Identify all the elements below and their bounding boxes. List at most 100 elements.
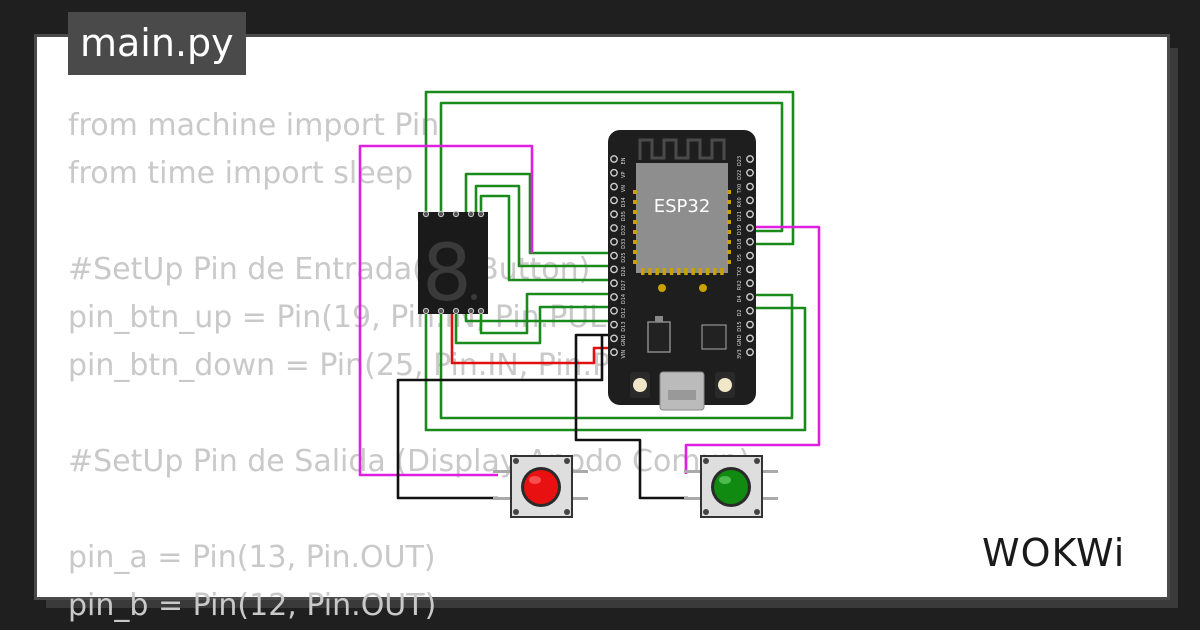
esp32-pin-label: EN <box>621 157 627 164</box>
wire-black[interactable] <box>574 333 688 500</box>
esp32-pin-hole[interactable] <box>610 348 618 357</box>
esp32-pin-label: D26 <box>621 266 627 276</box>
esp32-pin-hole[interactable] <box>746 196 754 205</box>
esp32-pin-label: RX0 <box>737 197 743 207</box>
red-pushbutton[interactable] <box>493 455 588 518</box>
esp32-pin-label: 3V3 <box>737 349 743 359</box>
esp32-pin-label: D12 <box>621 308 627 318</box>
seven-segment-display[interactable]: 8 <box>418 210 488 319</box>
module-pads <box>633 190 731 275</box>
esp32-label: ESP32 <box>654 196 711 217</box>
wire-green[interactable] <box>439 101 784 233</box>
reset-button[interactable] <box>715 372 735 398</box>
wokwi-logo: WOKWi <box>982 531 1124 575</box>
wires <box>358 90 821 500</box>
esp32-pin-label: D34 <box>621 197 627 207</box>
esp32-pin-hole[interactable] <box>746 279 754 288</box>
boot-button[interactable] <box>630 372 650 398</box>
esp32-module-shield <box>636 163 728 273</box>
code-line: from machine import Pin <box>68 108 440 143</box>
wire-green[interactable] <box>479 292 612 335</box>
code-line: from time import sleep <box>68 156 414 191</box>
esp32-pin-label: GND <box>621 335 627 347</box>
wire-magenta[interactable] <box>684 225 821 474</box>
esp32-pin-hole[interactable] <box>746 265 754 274</box>
esp32-pin-hole[interactable] <box>746 210 754 219</box>
wire-black[interactable] <box>396 335 604 500</box>
wire-green[interactable] <box>464 311 612 323</box>
wire-green[interactable] <box>424 90 795 246</box>
wire-green[interactable] <box>454 305 612 345</box>
esp32-pin-label: D4 <box>737 295 743 302</box>
esp32-pin-hole[interactable] <box>746 293 754 301</box>
esp32-pin-holes <box>610 155 754 357</box>
esp32-pin-label: D18 <box>737 239 743 249</box>
esp32-pin-label: D22 <box>737 170 743 180</box>
esp32-pin-hole[interactable] <box>746 155 754 163</box>
esp32-pin-hole[interactable] <box>610 320 618 329</box>
esp32-pin-hole[interactable] <box>610 265 618 274</box>
green-button-cap[interactable] <box>714 470 748 504</box>
red-button-cap[interactable] <box>524 470 558 504</box>
esp32-pin-labels: ENVPVND34D35D32D33D25D26D27D14D12D13GNDV… <box>621 156 743 359</box>
wire-green[interactable] <box>474 184 612 268</box>
esp32-pin-hole[interactable] <box>746 182 754 191</box>
display-pins <box>422 210 485 315</box>
esp32-pin-hole[interactable] <box>610 168 618 177</box>
esp32-pin-label: D14 <box>621 294 627 304</box>
esp32-pin-hole[interactable] <box>610 224 618 232</box>
led-pad <box>658 284 666 292</box>
code-line: pin_b = Pin(12, Pin.OUT) <box>68 588 437 623</box>
code-line: pin_a = Pin(13, Pin.OUT) <box>68 540 436 575</box>
esp32-pin-label: TX2 <box>737 267 743 278</box>
esp32-board[interactable]: ESP32 ENVPVND34D35D32D33D25D26D27D14D12D… <box>608 130 756 411</box>
led-pad <box>699 284 707 292</box>
esp32-pin-hole[interactable] <box>746 320 754 329</box>
esp32-pin-hole[interactable] <box>610 334 618 343</box>
esp32-pin-label: GND <box>737 335 743 347</box>
esp32-pin-label: D25 <box>621 252 627 262</box>
regulator-tab <box>655 316 663 322</box>
green-pushbutton[interactable] <box>684 455 778 518</box>
esp32-pin-hole[interactable] <box>746 237 754 246</box>
esp32-pin-label: D21 <box>737 211 743 221</box>
wire-green[interactable] <box>439 293 794 420</box>
wire-green[interactable] <box>479 194 612 282</box>
esp32-pin-label: RX2 <box>737 280 743 290</box>
display-digit: 8 <box>422 229 472 319</box>
esp32-pin-hole[interactable] <box>610 155 618 163</box>
esp32-pin-hole[interactable] <box>746 334 754 343</box>
esp32-pin-hole[interactable] <box>610 196 618 205</box>
esp32-pin-hole[interactable] <box>610 306 618 315</box>
esp32-pin-label: D27 <box>621 280 627 290</box>
wire-green[interactable] <box>424 306 807 432</box>
esp32-pin-label: D32 <box>621 225 627 235</box>
esp32-pin-label: D35 <box>621 211 627 221</box>
esp32-pin-label: VIN <box>621 350 627 359</box>
esp32-pin-hole[interactable] <box>746 251 754 260</box>
esp32-pin-label: D19 <box>737 225 743 235</box>
display-decimal-point <box>471 294 477 300</box>
esp32-pin-label: D23 <box>737 156 743 166</box>
usb-port-opening <box>668 390 696 400</box>
wire-magenta[interactable] <box>358 144 534 477</box>
usb-chip <box>701 324 727 350</box>
esp32-pin-hole[interactable] <box>610 210 618 219</box>
esp32-pin-hole[interactable] <box>610 251 618 260</box>
esp32-pin-hole[interactable] <box>746 168 754 177</box>
esp32-pin-label: TX0 <box>737 184 743 195</box>
esp32-pin-label: D15 <box>737 321 743 331</box>
esp32-pin-label: VP <box>621 172 627 178</box>
esp32-pin-hole[interactable] <box>610 182 618 191</box>
wire-green[interactable] <box>464 172 612 255</box>
esp32-pin-hole[interactable] <box>746 348 754 357</box>
filename-tab[interactable]: main.py <box>68 12 246 75</box>
esp32-pin-hole[interactable] <box>746 306 754 315</box>
esp32-pin-hole[interactable] <box>610 279 618 288</box>
wire-red[interactable] <box>450 311 612 365</box>
esp32-pin-hole[interactable] <box>610 293 618 301</box>
esp32-pin-hole[interactable] <box>610 237 618 246</box>
esp32-pin-hole[interactable] <box>746 224 754 232</box>
voltage-regulator <box>647 321 671 353</box>
